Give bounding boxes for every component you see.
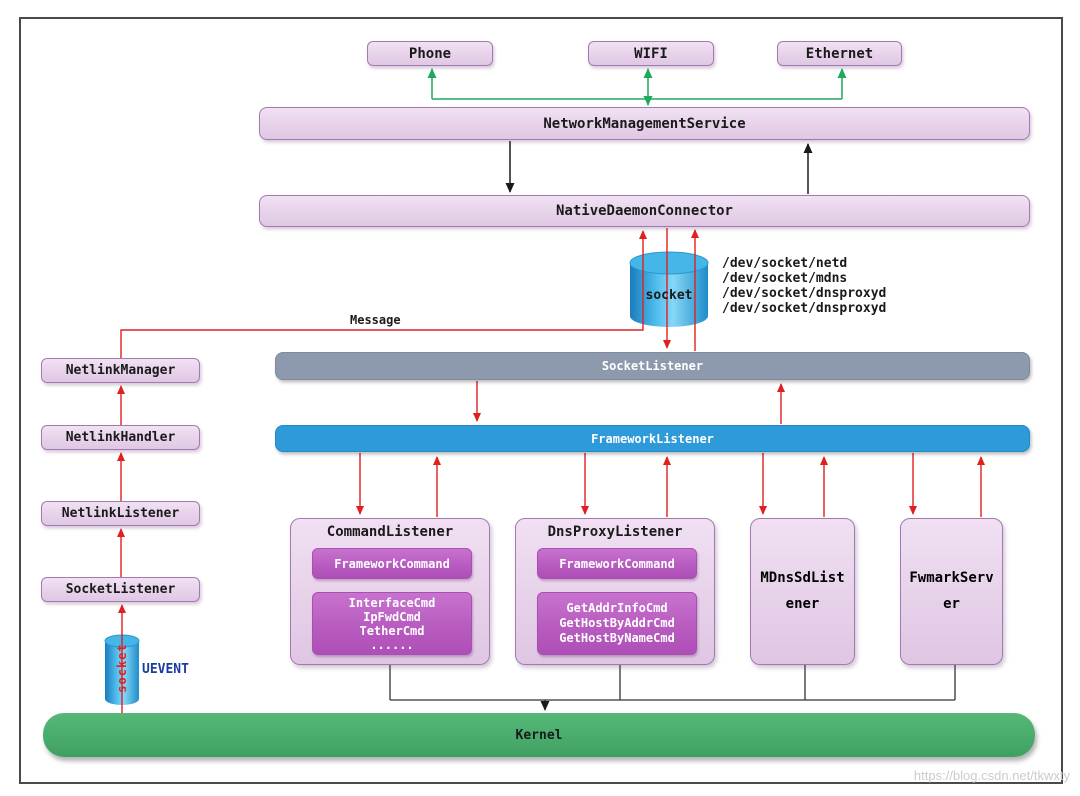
socket-path: /dev/socket/mdns (722, 271, 848, 286)
command-item: IpFwdCmd (363, 609, 421, 624)
node-phone-label: Phone (408, 45, 452, 62)
dns-framework-command: FrameworkCommand (537, 548, 697, 579)
socket-path: /dev/socket/dnsproxyd (722, 286, 887, 301)
node-phone: Phone (367, 41, 493, 66)
native-daemon-connector-label: NativeDaemonConnector (555, 203, 733, 219)
uevent-label: UEVENT (142, 662, 189, 677)
command-listener-commands: InterfaceCmd IpFwdCmd TetherCmd ...... (312, 592, 472, 655)
node-netlink-handler: NetlinkHandler (41, 425, 200, 450)
kernel-label: Kernel (515, 727, 563, 743)
command-item: ...... (370, 637, 414, 652)
socket-listener-left-label: SocketListener (65, 582, 176, 597)
netlink-handler-label: NetlinkHandler (65, 430, 176, 445)
fwmark-server-label: FwmarkServer (909, 569, 994, 612)
socket-listener-bar-label: SocketListener (601, 359, 704, 373)
command-item: GetHostByNameCmd (559, 631, 675, 645)
node-ethernet: Ethernet (777, 41, 902, 66)
mdns-sd-listener-label: MDnsSdListener (760, 569, 845, 612)
netlink-manager-label: NetlinkManager (65, 363, 176, 378)
command-listener-title: CommandListener (326, 524, 454, 540)
framework-listener-bar-label: FrameworkListener (591, 431, 714, 446)
network-management-service-label: NetworkManagementService (543, 115, 746, 132)
command-listener-box: CommandListener FrameworkCommand Interfa… (290, 518, 490, 665)
diagram-border (19, 17, 1063, 784)
command-item: GetHostByAddrCmd (559, 616, 675, 630)
dns-proxy-commands: GetAddrInfoCmd GetHostByAddrCmd GetHostB… (537, 592, 697, 655)
dns-proxy-listener-box: DnsProxyListener FrameworkCommand GetAdd… (515, 518, 715, 665)
socket-path: /dev/socket/dnsproxyd (722, 301, 887, 316)
command-item: TetherCmd (359, 623, 425, 638)
socket-path: /dev/socket/netd (722, 256, 848, 271)
node-socket-listener-left: SocketListener (41, 577, 200, 602)
watermark: https://blog.csdn.net/tkwxty (913, 768, 1070, 783)
node-wifi-label: WIFI (634, 45, 668, 62)
fwmark-server-box: FwmarkServer (900, 518, 1003, 665)
network-management-service-bar: NetworkManagementService (259, 107, 1030, 140)
framework-listener-bar: FrameworkListener (275, 425, 1030, 452)
command-item: InterfaceCmd (348, 595, 436, 610)
netlink-listener-label: NetlinkListener (61, 506, 180, 521)
socket-paths: /dev/socket/netd /dev/socket/mdns /dev/s… (722, 256, 886, 316)
mdns-sd-listener-box: MDnsSdListener (750, 518, 855, 665)
kernel-bar: Kernel (43, 713, 1035, 757)
node-netlink-listener: NetlinkListener (41, 501, 200, 526)
node-netlink-manager: NetlinkManager (41, 358, 200, 383)
command-framework-command: FrameworkCommand (312, 548, 472, 579)
command-item: GetAddrInfoCmd (566, 601, 668, 615)
socket-listener-bar: SocketListener (275, 352, 1030, 380)
message-label: Message (350, 313, 401, 327)
node-ethernet-label: Ethernet (805, 45, 874, 62)
node-wifi: WIFI (588, 41, 714, 66)
native-daemon-connector-bar: NativeDaemonConnector (259, 195, 1030, 227)
socket-store-label: socket (645, 288, 693, 303)
uevent-socket-label: socket (115, 643, 129, 693)
dns-proxy-listener-title: DnsProxyListener (547, 524, 683, 540)
